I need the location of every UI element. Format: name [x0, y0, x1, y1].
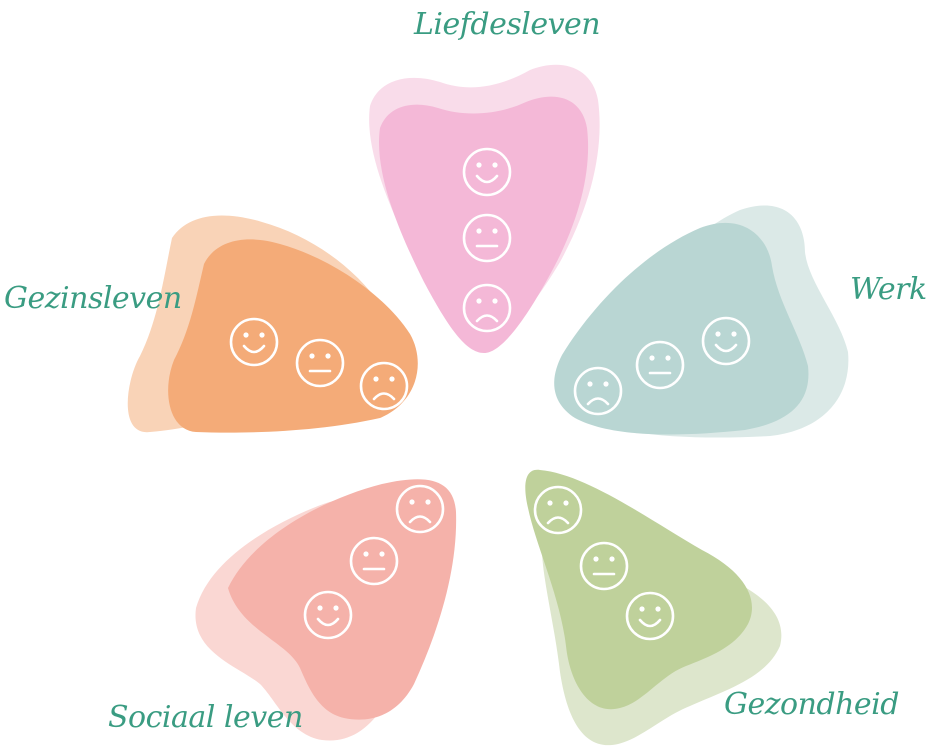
petal-body-liefdesleven [379, 97, 588, 353]
label-liefdesleven: Liefdesleven [414, 10, 600, 40]
petal-werk [554, 206, 848, 438]
petal-gezinsleven [128, 215, 418, 432]
label-werk: Werk [850, 275, 927, 305]
label-gezinsleven: Gezinsleven [4, 284, 182, 314]
label-sociaal-leven: Sociaal leven [108, 703, 303, 733]
label-gezondheid: Gezondheid [724, 690, 899, 720]
petal-liefdesleven [369, 65, 600, 353]
petal-body-gezinsleven [168, 239, 418, 432]
